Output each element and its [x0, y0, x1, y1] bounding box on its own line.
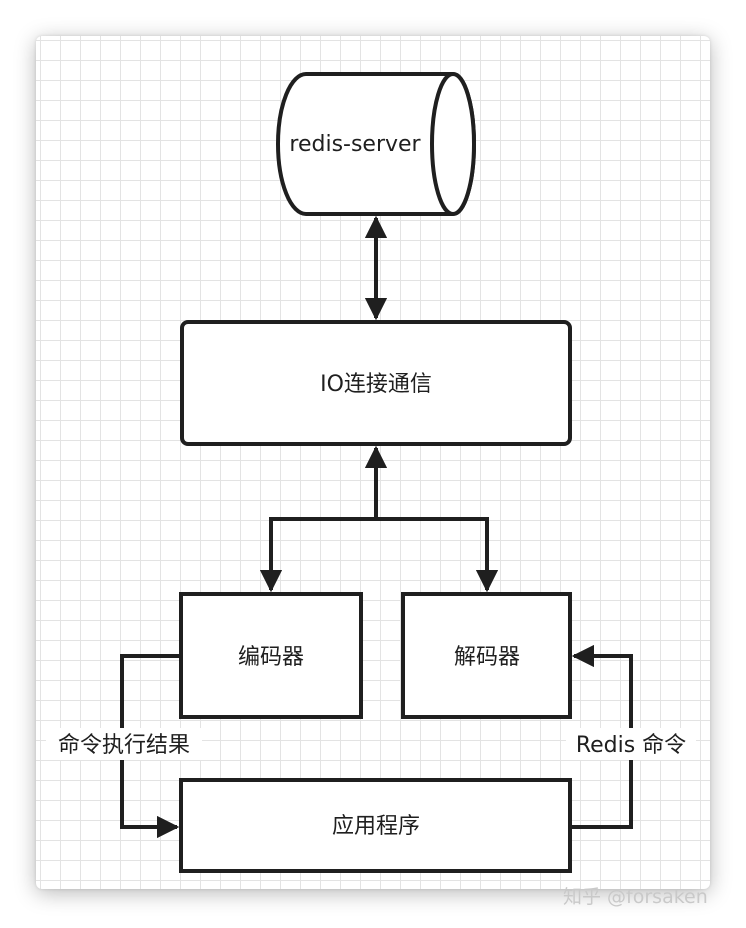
app-label: 应用程序: [332, 814, 420, 839]
encoder-node: 编码器: [179, 592, 363, 719]
edge-label-redis-command-group: Redis 命令: [566, 728, 696, 760]
io-box: [180, 320, 572, 446]
edge-label-redis-command: Redis 命令: [576, 733, 686, 758]
io-label: IO连接通信: [320, 372, 432, 397]
encoder-label: 编码器: [238, 645, 304, 670]
decoder-label: 解码器: [454, 645, 520, 670]
io-node: IO连接通信: [180, 320, 572, 446]
decoder-node: 解码器: [401, 592, 572, 719]
watermark: 知乎 @forsaken: [563, 886, 708, 908]
app-box: [179, 778, 572, 873]
redis-server-cylinder-end: [430, 72, 476, 216]
redis-server-label: redis-server: [289, 132, 421, 157]
edge-label-command-result: 命令执行结果: [58, 733, 190, 758]
decoder-box: [401, 592, 572, 719]
edge-label-command-result-group: 命令执行结果: [46, 728, 202, 760]
redis-server-node: redis-server: [276, 72, 476, 216]
edge-label-redis-command-bg: [566, 728, 696, 760]
app-node: 应用程序: [179, 778, 572, 873]
edge-label-command-result-bg: [46, 728, 202, 760]
encoder-box: [179, 592, 363, 719]
